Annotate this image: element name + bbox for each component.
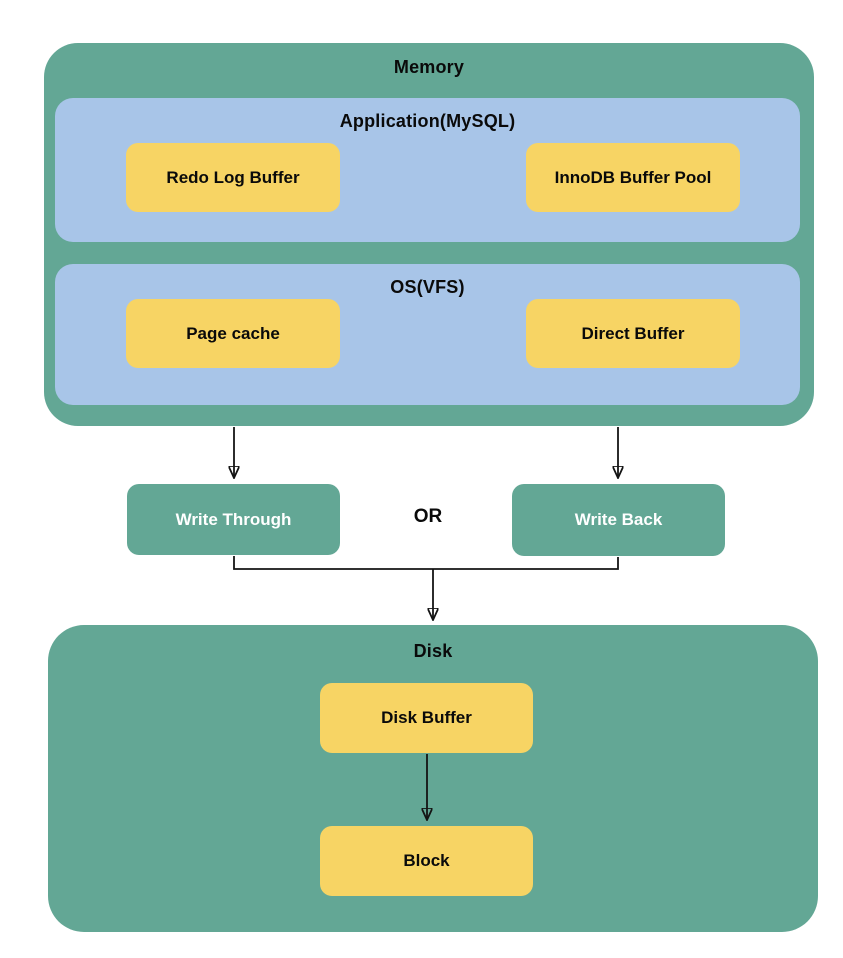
node-direct-buffer: Direct Buffer	[526, 299, 740, 368]
connector-or-merge	[233, 556, 619, 570]
node-page-cache: Page cache	[126, 299, 340, 368]
node-block: Block	[320, 826, 533, 896]
disk-container: Disk Disk Buffer Block	[48, 625, 818, 932]
application-container: Application(MySQL) Redo Log Buffer InnoD…	[55, 98, 800, 242]
disk-title: Disk	[413, 641, 453, 661]
node-disk-buffer: Disk Buffer	[320, 683, 533, 753]
node-write-back: Write Back	[512, 484, 725, 556]
os-title: OS(VFS)	[390, 277, 465, 297]
node-innodb-buffer-pool: InnoDB Buffer Pool	[526, 143, 740, 212]
node-redo-log-buffer: Redo Log Buffer	[126, 143, 340, 212]
memory-title: Memory	[393, 57, 465, 77]
node-write-through: Write Through	[127, 484, 340, 555]
memory-container: Memory Application(MySQL) Redo Log Buffe…	[44, 43, 814, 426]
application-title: Application(MySQL)	[339, 111, 516, 131]
os-container: OS(VFS) Page cache Direct Buffer	[55, 264, 800, 405]
or-label: OR	[413, 506, 443, 527]
